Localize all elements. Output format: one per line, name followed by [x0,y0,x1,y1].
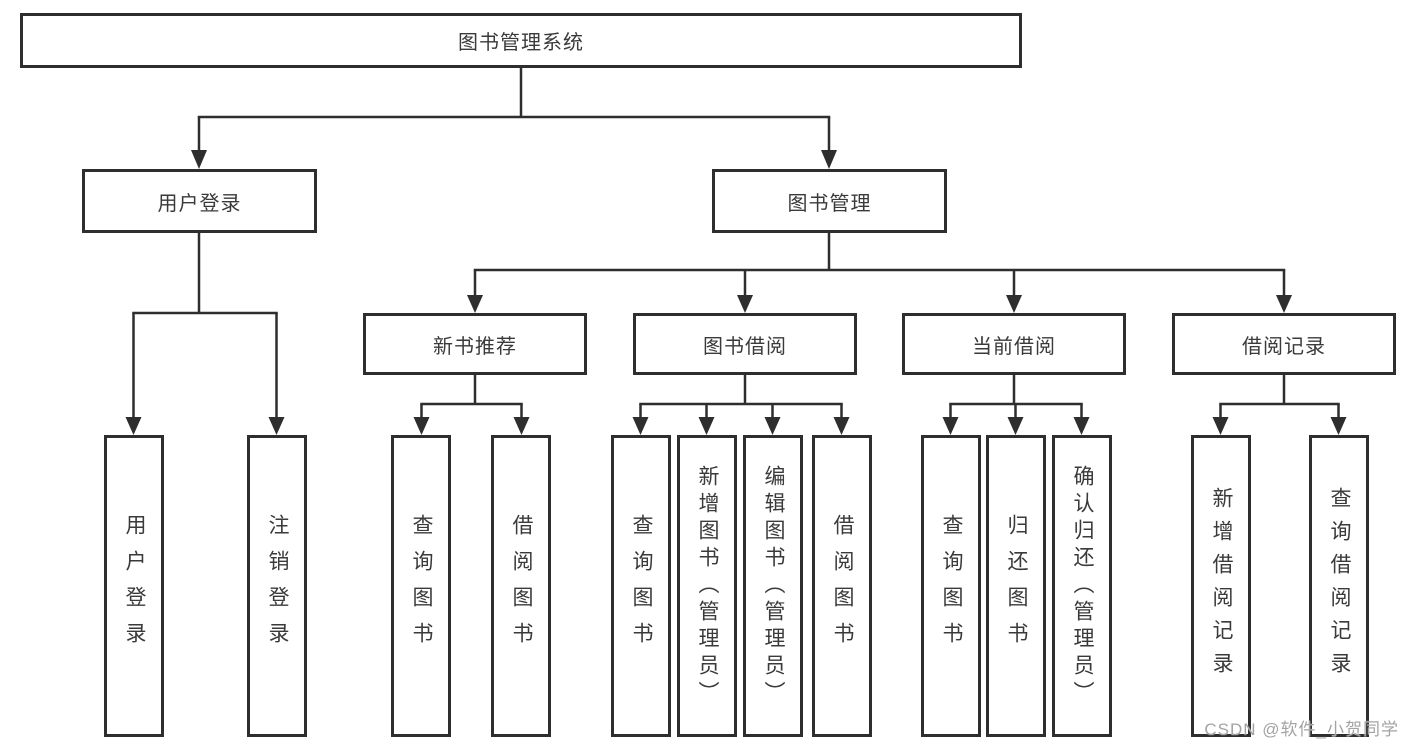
node-book-management-label: 图书管理 [787,192,872,215]
node-user-login-label: 用户登录 [157,192,242,215]
node-borrow-records-label: 借阅记录 [1242,335,1326,358]
leaf-current-query: 查询图书 [921,435,981,737]
leaf-borrow-edit-admin-label: 编辑图书（管理员） [762,464,785,708]
leaf-query-record-label: 查询借阅记录 [1328,487,1351,685]
node-new-book-recommend: 新书推荐 [363,313,587,375]
node-book-borrow-label: 图书借阅 [703,335,787,358]
node-user-login: 用户登录 [82,169,317,233]
arrowheads [125,150,1347,435]
leaf-newbook-borrow: 借阅图书 [491,435,551,737]
leaf-return-book: 归还图书 [986,435,1046,737]
leaf-borrow-add-admin: 新增图书（管理员） [677,435,737,737]
leaf-logout: 注销登录 [247,435,307,737]
node-root-label: 图书管理系统 [458,32,584,54]
leaf-confirm-return-admin: 确认归还（管理员） [1052,435,1112,737]
leaf-user-login-label: 用户登录 [123,514,146,658]
leaf-query-record: 查询借阅记录 [1309,435,1369,737]
leaf-confirm-return-admin-label: 确认归还（管理员） [1071,464,1094,708]
leaf-add-record-label: 新增借阅记录 [1210,487,1233,685]
leaf-newbook-borrow-label: 借阅图书 [510,514,533,658]
node-new-book-recommend-label: 新书推荐 [433,335,517,358]
node-current-borrow-label: 当前借阅 [972,335,1056,358]
leaf-borrow-book-label: 借阅图书 [831,514,854,658]
node-root: 图书管理系统 [20,13,1022,68]
leaf-newbook-query: 查询图书 [391,435,451,737]
leaf-return-book-label: 归还图书 [1005,514,1028,658]
leaf-borrow-add-admin-label: 新增图书（管理员） [696,464,719,708]
leaf-borrow-book: 借阅图书 [812,435,872,737]
leaf-newbook-query-label: 查询图书 [410,514,433,658]
leaf-user-login: 用户登录 [104,435,164,737]
node-current-borrow: 当前借阅 [902,313,1126,375]
leaf-add-record: 新增借阅记录 [1191,435,1251,737]
csdn-watermark: CSDN @软件_小贺同学 [1204,720,1399,739]
node-borrow-records: 借阅记录 [1172,313,1396,375]
leaf-current-query-label: 查询图书 [940,514,963,658]
leaf-logout-label: 注销登录 [266,514,289,658]
leaf-borrow-query-label: 查询图书 [630,514,653,658]
node-book-borrow: 图书借阅 [633,313,857,375]
node-book-management: 图书管理 [712,169,947,233]
leaf-borrow-query: 查询图书 [611,435,671,737]
leaf-borrow-edit-admin: 编辑图书（管理员） [743,435,803,737]
